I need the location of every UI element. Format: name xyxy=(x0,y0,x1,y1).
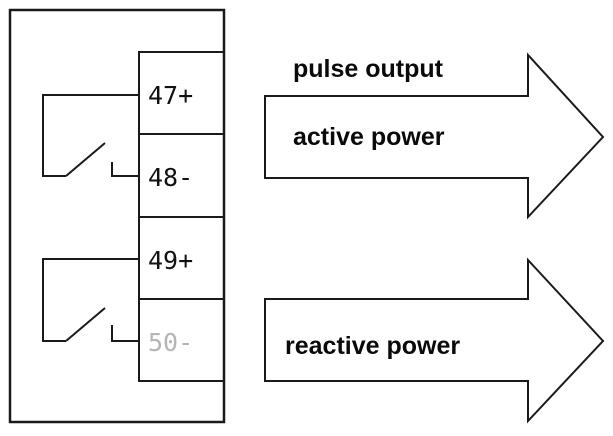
terminal-label-50: 50- xyxy=(148,328,193,357)
switch-contact-reactive xyxy=(65,307,106,342)
active-power-arrow xyxy=(264,52,605,220)
switch-circuit-reactive xyxy=(42,258,139,342)
wire-49 xyxy=(42,258,139,342)
reactive-power-arrow xyxy=(264,257,605,424)
switch-contact-active xyxy=(65,142,106,177)
wire-48 xyxy=(111,162,139,177)
reactive-power-label: reactive power xyxy=(285,332,460,360)
terminal-block: 47+ 48- 49+ 50- xyxy=(138,51,225,382)
active-power-label: active power xyxy=(293,123,445,151)
terminal-label-47: 47+ xyxy=(148,81,193,110)
pulse-output-label: pulse output xyxy=(293,55,444,83)
wire-50 xyxy=(111,325,139,342)
wire-47 xyxy=(42,94,139,177)
terminal-label-49: 49+ xyxy=(148,246,193,275)
switch-circuit-active xyxy=(42,94,139,177)
terminal-label-48: 48- xyxy=(148,163,193,192)
